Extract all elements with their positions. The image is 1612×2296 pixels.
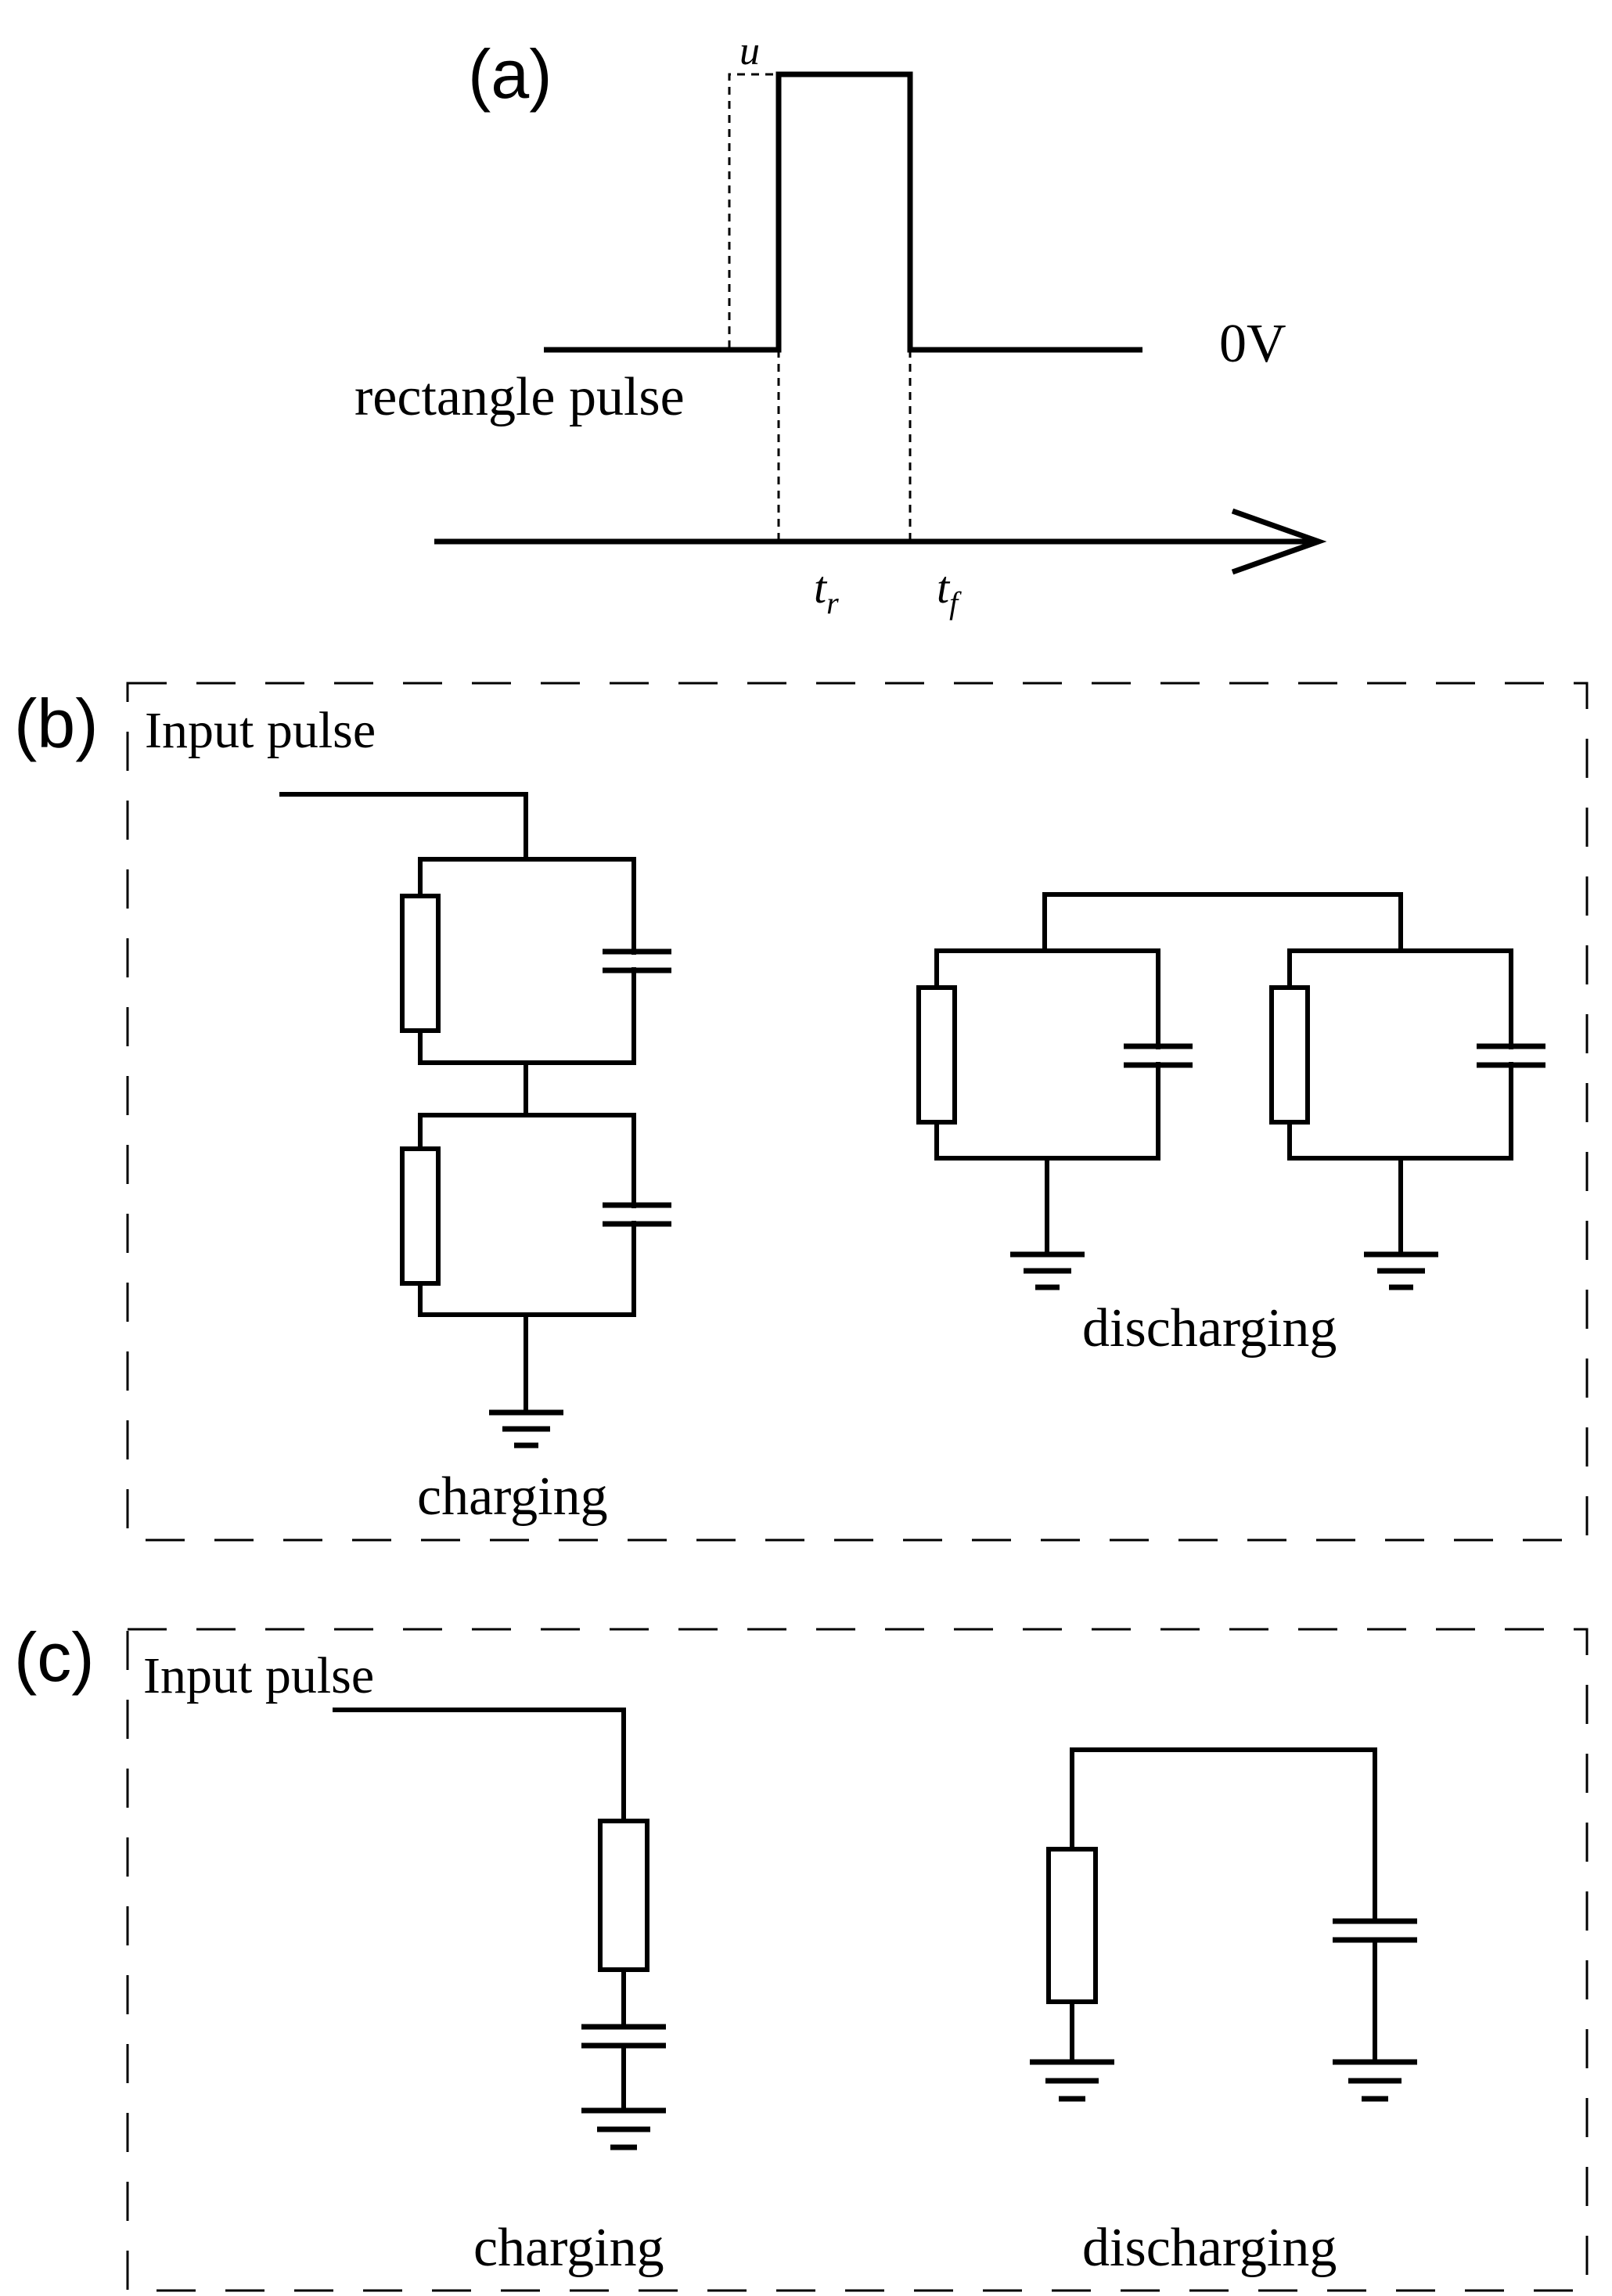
panel-c-input-label: Input pulse [143,1647,374,1704]
discharge-top-wire [1070,1747,1377,1924]
input-wire [333,1708,626,1823]
discharge-rc-left-loop [934,948,1160,1161]
panel-a-label: (a) [468,35,552,113]
pulse-waveform [544,71,1142,353]
panel-c-frame [126,1628,1589,2292]
ground-symbol [1010,1251,1085,1290]
panel-b-charging-circuit: charging [279,792,671,1527]
ideal-pulse-edge [728,73,775,348]
amplitude-label: u [739,29,760,74]
input-wire [279,792,528,862]
panel-c-charging-label: charging [473,2218,664,2278]
resistor-3 [916,985,957,1125]
panel-c-label: (c) [14,1618,95,1696]
panel-b-input-label: Input pulse [145,702,376,759]
pulse-label: rectangle pulse [354,367,685,427]
panel-b-discharging-label: discharging [1082,1298,1337,1359]
resistor-5 [598,1819,649,1972]
ground-symbol [489,1409,563,1448]
rc-stage-2-loop [418,1113,636,1317]
panel-b-charging-label: charging [417,1466,608,1527]
panel-b: (b) Input pulse [14,682,1589,1542]
rise-time-label: tr [814,562,839,621]
rc-stage-1-loop [418,857,636,1065]
panel-c: (c) Input pulse charging [14,1618,1589,2292]
resistor-1 [400,894,441,1033]
time-axis-arrowhead [1231,508,1327,575]
discharge-rc-right-loop [1287,948,1513,1161]
panel-a: (a) u 0V rectangle pulse tr tf [354,29,1327,621]
ground-symbol [1030,2059,1114,2102]
resistor-4 [1269,985,1310,1125]
ground-symbol [1333,2059,1417,2102]
panel-b-frame [126,682,1589,1542]
panel-b-discharging-circuit: discharging [916,892,1545,1359]
ground-symbol [581,2107,666,2150]
resistor-2 [400,1146,441,1286]
panel-c-discharging-circuit: discharging [1030,1747,1417,2278]
resistor-6 [1046,1847,1098,2004]
ground-symbol [1364,1251,1438,1290]
zero-volt-label: 0V [1219,314,1286,374]
discharge-top-wire [1042,892,1403,953]
panel-c-discharging-label: discharging [1082,2218,1337,2278]
fall-time-label: tf [937,562,962,621]
panel-b-label: (b) [14,685,99,762]
panel-c-charging-circuit: charging [333,1708,666,2278]
